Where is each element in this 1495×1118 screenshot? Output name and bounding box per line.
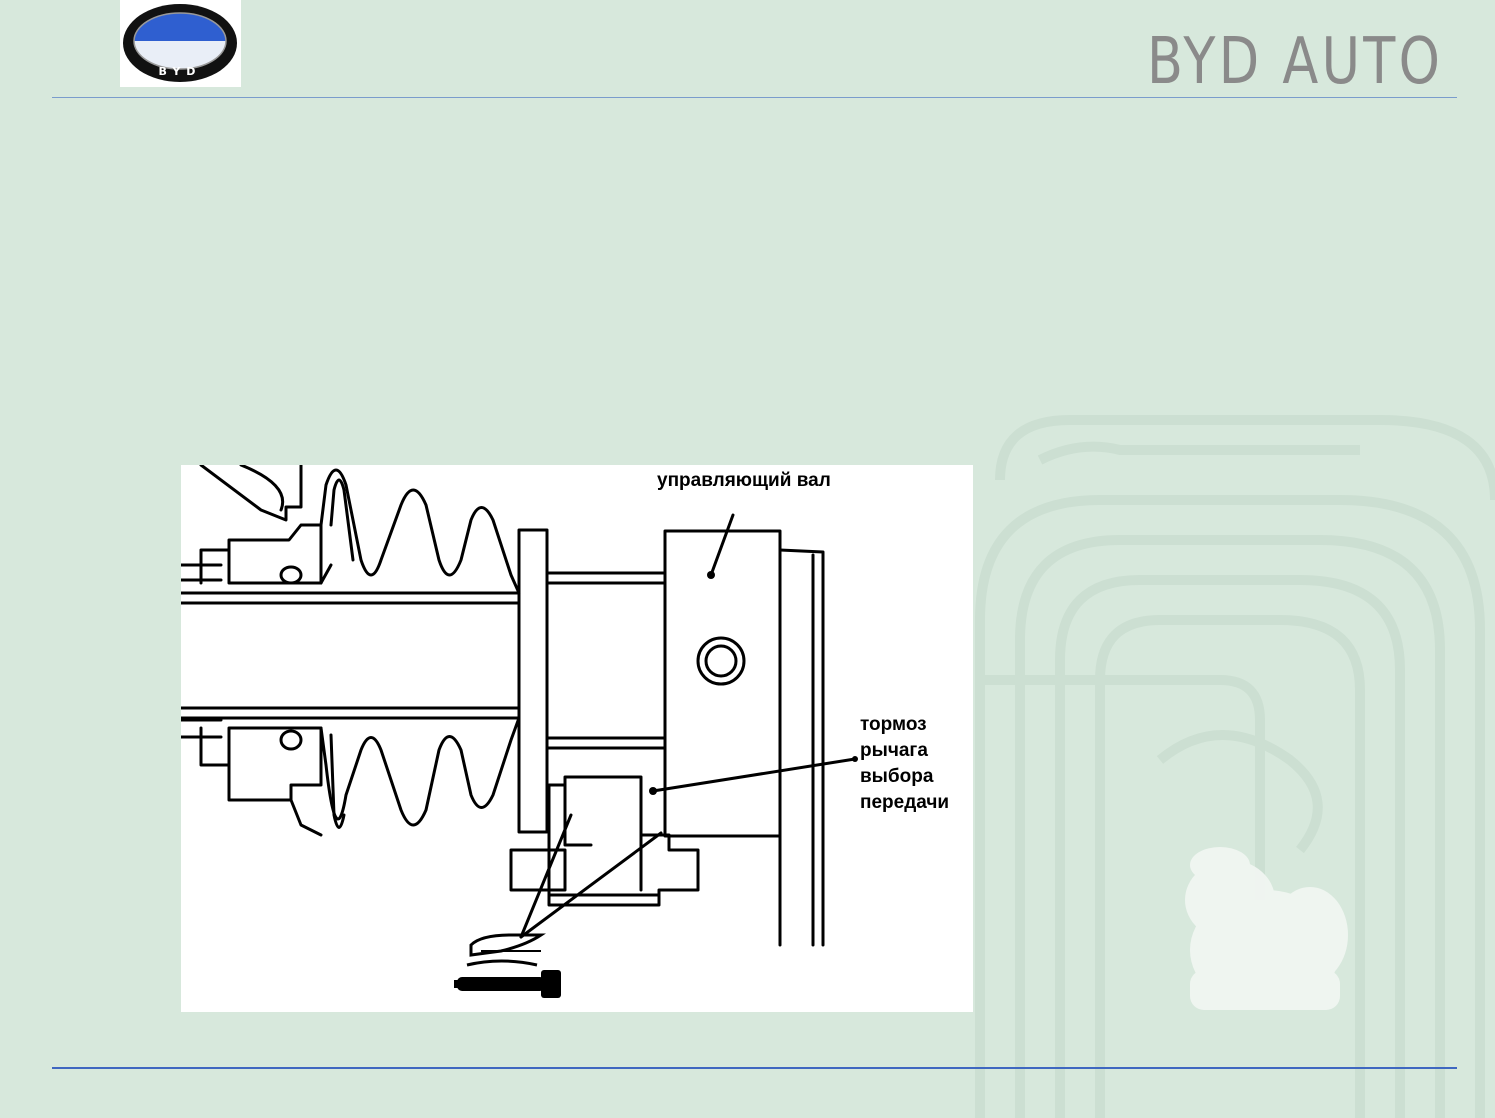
- mechanism-drawing: [181, 465, 858, 998]
- byd-logo: BYD: [120, 0, 241, 87]
- label-brake-line: тормоз: [860, 714, 927, 735]
- gearshift-diagram: управляющий вал тормоз рычага выбора пер…: [181, 465, 973, 1012]
- label-control-shaft: управляющий вал: [657, 470, 831, 491]
- logo-text: BYD: [159, 65, 202, 78]
- label-brake-line: выбора: [860, 766, 934, 787]
- label-shift-lever-brake: тормоз рычага выбора передачи: [860, 712, 949, 816]
- header-divider: [52, 97, 1457, 98]
- label-brake-line: рычага: [860, 740, 928, 761]
- brand-name: BYD AUTO: [1146, 25, 1443, 99]
- background-ornament: [975, 415, 1495, 1118]
- footer-divider: [52, 1067, 1457, 1069]
- byd-logo-emblem: BYD: [123, 4, 237, 82]
- label-brake-line: передачи: [860, 792, 950, 813]
